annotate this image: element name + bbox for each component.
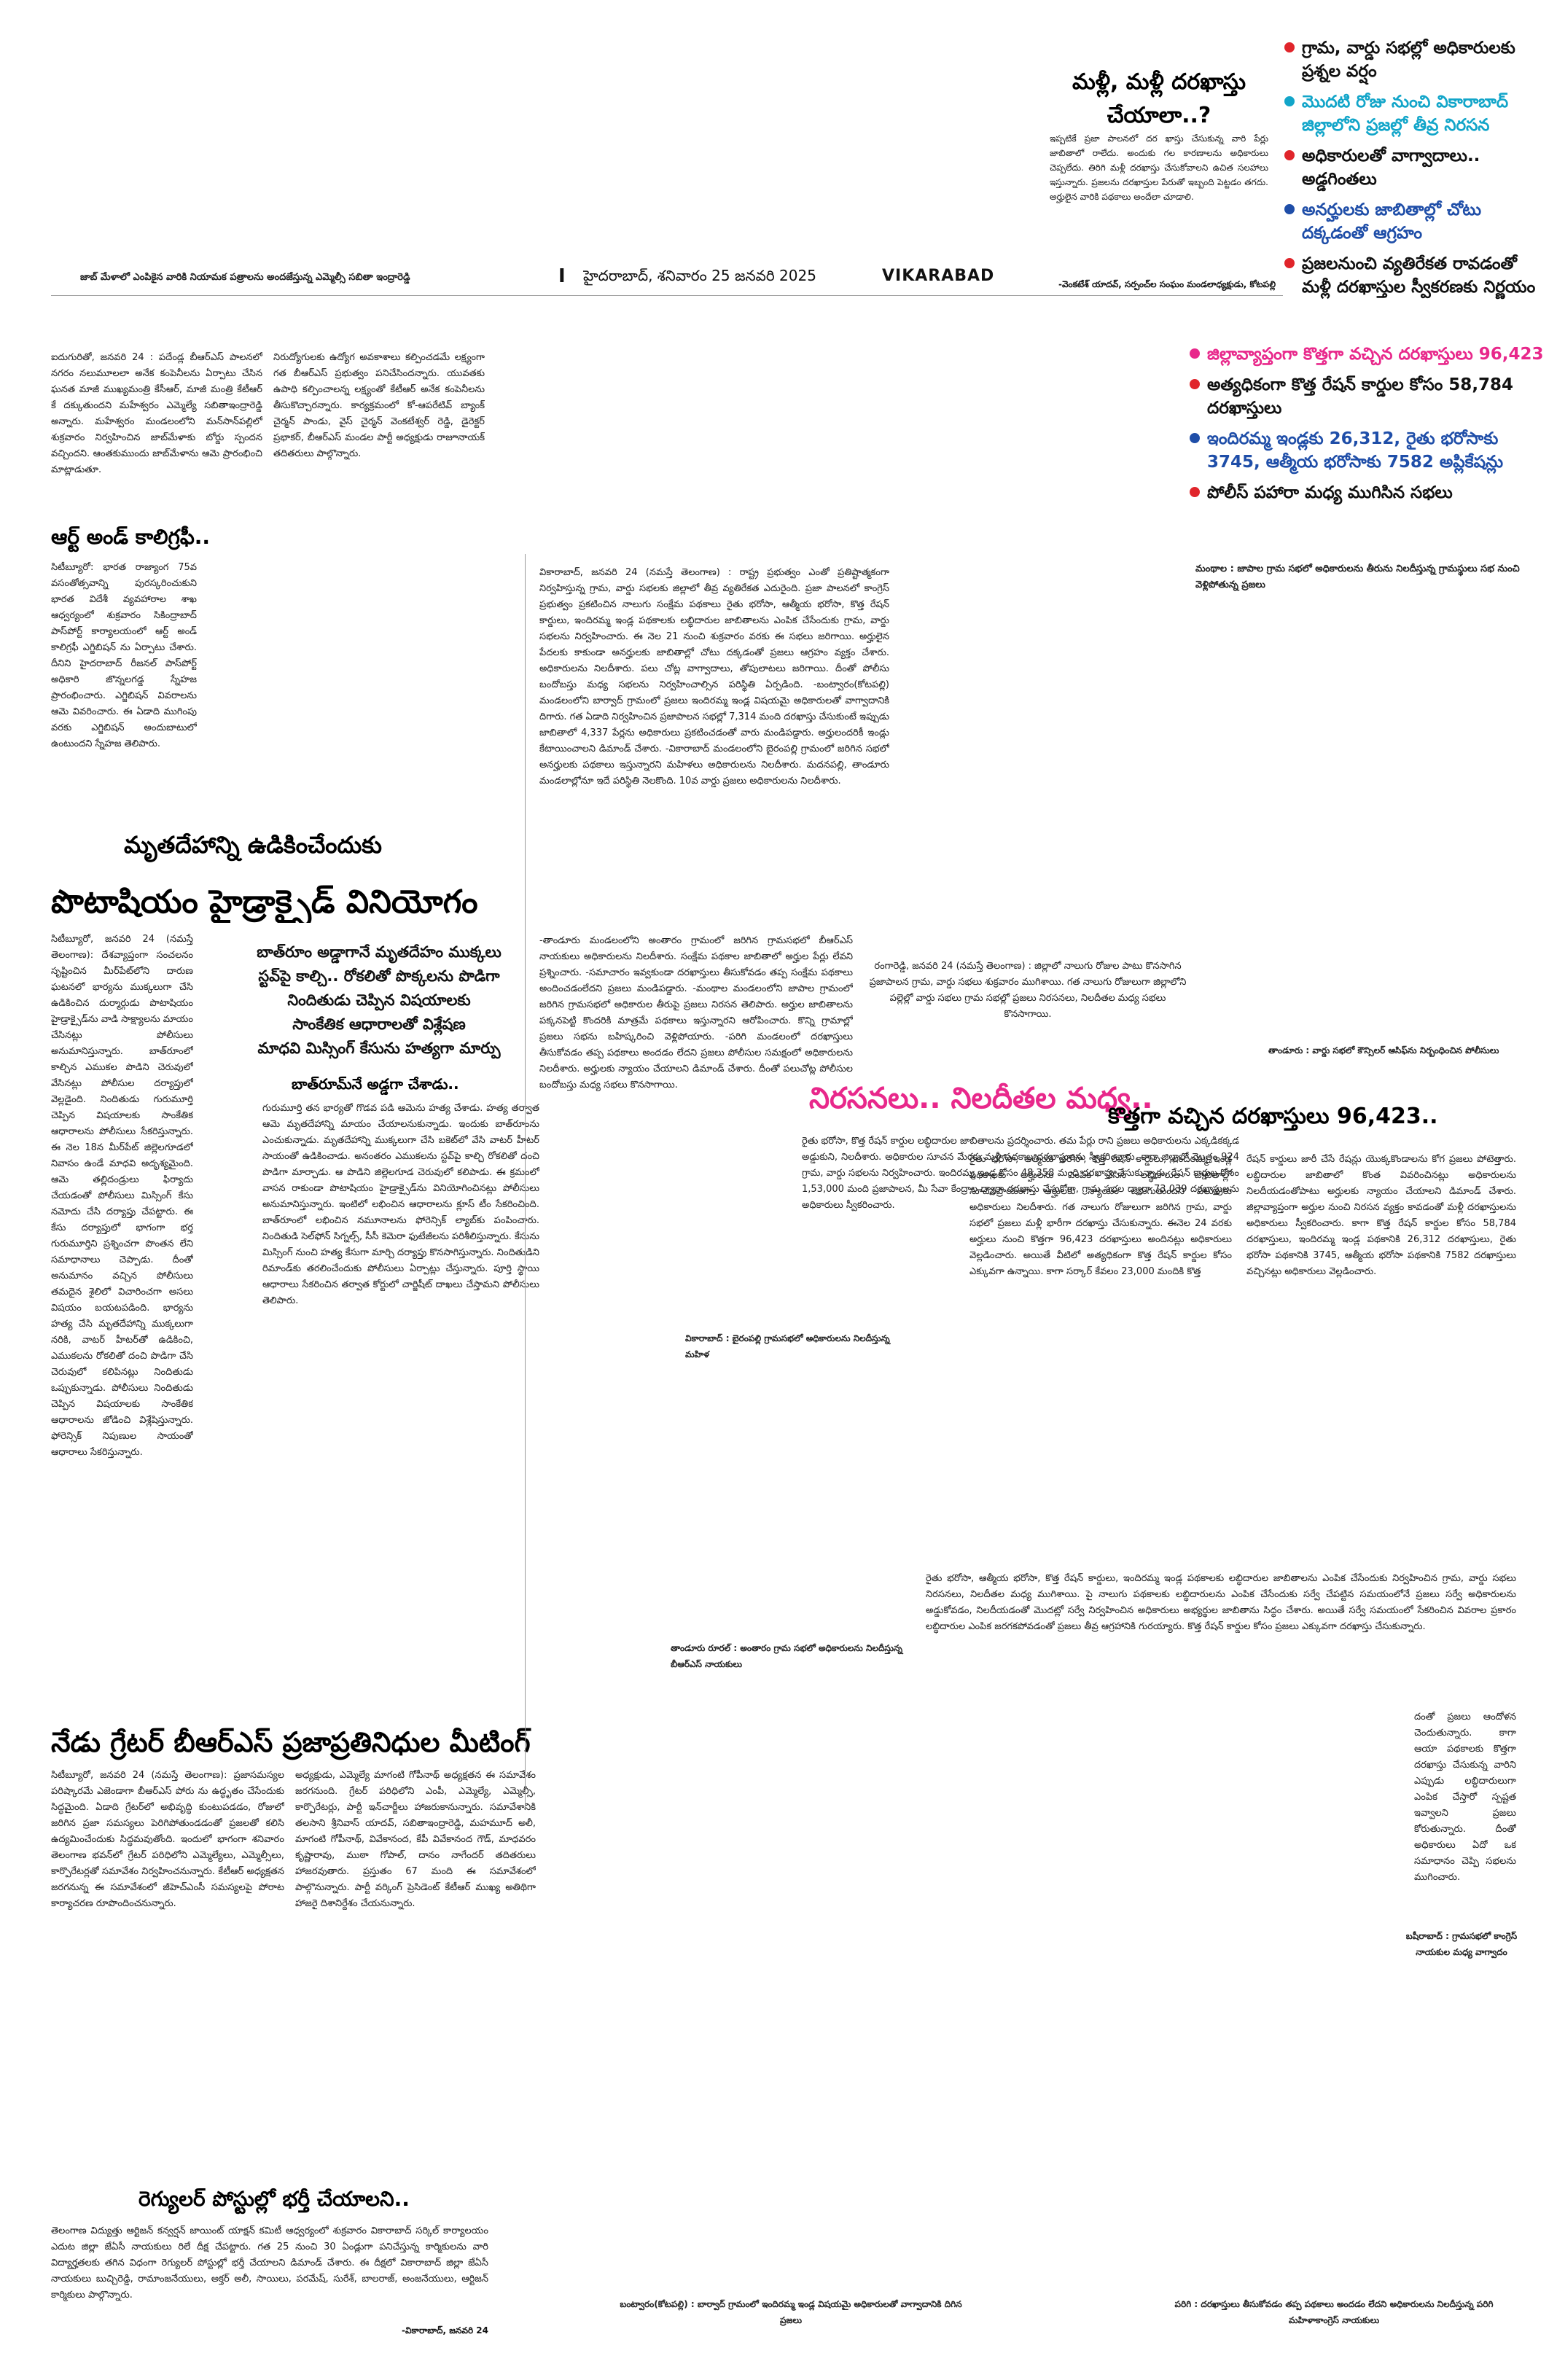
art-story-body: సిటీబ్యూరో: భారత రాజ్యాంగ 75వ వసంతోత్సవా… [51, 562, 197, 749]
brs-meeting-headline: నేడు గ్రేటర్ బీఆర్ఎస్ ప్రజాప్రతినిధుల మీ… [51, 1726, 531, 1758]
center-story-col1: వికారాబాద్, జనవరి 24 (నమస్తే తెలంగాణ) : … [539, 567, 889, 787]
regular-posts-headline: రెగ్యులర్ పోస్టుల్లో భర్తీ చేయాలని.. [138, 2187, 410, 2211]
protest-intro: రంగారెడ్డి, జనవరి 24 (నమస్తే తెలంగాణ) : … [869, 961, 1187, 1020]
bottom-caption-right: పరిగి : దరఖాస్తులు తీసుకోవడం తప్ప పథకాలు… [1174, 2299, 1494, 2325]
deck-line: నిందితుడు చెప్పిన విషయాలకు [287, 991, 471, 1009]
new-applications-headline: కొత్తగా వచ్చిన దరఖాస్తులు 96,423.. [1108, 1104, 1438, 1129]
bullet-icon [1190, 433, 1200, 443]
brs-meeting-col2: అధ్యక్షుడు, ఎమ్మెల్యే మాగంటి గోపీనాథ్ అధ… [295, 1770, 536, 1909]
lower-right-wide: రైతు భరోసా, ఆత్మీయ భరోసా, కొత్త రేషన్ కా… [926, 1573, 1516, 1632]
potassium-body-col1: సిటీబ్యూరో, జనవరి 24 (నమస్తే తెలంగాణ): ద… [51, 934, 193, 1458]
right-photo-caption: మంథాల : జాపాల గ్రామ సభలో అధికారులను తీరు… [1195, 563, 1520, 590]
top-left-photo-caption: జాబ్ మేళాలో ఎంపికైన వారికి నియామక పత్రాల… [80, 272, 410, 283]
regular-posts-body: తెలంగాణ విద్యుత్తు ఆర్టిజన్ కన్వర్షన్ జా… [51, 2225, 488, 2301]
highlight-item: మొదటి రోజు నుంచి వికారాబాద్ జిల్లాలోని ప… [1283, 90, 1545, 137]
lower-right-caption: బషీరాబాద్ : గ్రామసభలో కాంగ్రెస్ నాయకుల మ… [1405, 1931, 1518, 1957]
top-story-headline: మళ్లీ, మళ్లీ దరఖాస్తు చేయాలా..? [1072, 69, 1246, 128]
bullet-icon [1284, 150, 1295, 160]
bullet-icon [1284, 258, 1295, 268]
highlight-item: అత్యధికంగా కొత్త రేషన్ కార్డుల కోసం 58,7… [1188, 373, 1545, 420]
brs-meeting-col1: సిటీబ్యూరో, జనవరి 24 (నమస్తే తెలంగాణ): ప… [51, 1770, 284, 1909]
potassium-headline: పొటాషియం హైడ్రాక్సైడ్ వినియోగం [51, 883, 478, 921]
edition-name: VIKARABAD [882, 267, 995, 285]
highlight-item: ఇందిరమ్మ ఇండ్లకు 26,312, రైతు భరోసాకు 37… [1188, 427, 1545, 474]
potassium-subhead: బాత్‌రూమ్‌నే అడ్డగా చేశాడు.. [292, 1075, 459, 1093]
new-applications-col2: రేషన్ కార్డులు జారీ చేసే రేషన్లు యొక్కకొ… [1246, 1154, 1516, 1277]
jobmela-story-col1: ఐదుగురితో, జనవరి 24 : పదేండ్ల బీఆర్ఎస్ ప… [51, 352, 262, 475]
highlight-item: జిల్లావ్యాప్తంగా కొత్తగా వచ్చిన దరఖాస్తు… [1188, 343, 1545, 366]
top-story-byline: -వెంకటేశ్ యాదవ్, సర్పంచ్‌ల సంఘం మండలాధ్య… [1058, 279, 1276, 289]
potassium-deck: బాత్‌రూం అడ్డాగానే మృతదేహం ముక్కలు స్టవ్… [211, 940, 547, 1072]
dateline: హైదరాబాద్, శనివారం 25 జనవరి 2025 [583, 267, 816, 284]
bullet-icon [1284, 96, 1295, 106]
column-rule [525, 554, 526, 1808]
bullet-icon [1190, 348, 1200, 359]
jobmela-story-col2: నిరుద్యోగులకు ఉద్యోగ అవకాశాలు కల్పించడమే… [273, 352, 485, 459]
center-caption-right: తాండూరు : వార్డు సభలో కౌన్సిలర్ ఆసిఫ్‌ను… [1268, 1045, 1499, 1056]
highlight-item: అధికారులతో వాగ్వాదాలు.. అడ్డగింతలు [1283, 144, 1545, 191]
top-story-body: ఇప్పటికే ప్రజా పాలనలో దర ఖాస్తు చేసుకున్… [1050, 133, 1268, 202]
deck-line: స్టవ్‌పై కాల్చి.. రోకలితో పొక్కలను పొడిగ… [258, 967, 500, 985]
bullet-icon [1284, 204, 1295, 214]
potassium-body-col2: గురుమూర్తి తన భార్యతో గొడవ పడి ఆమెను హత్… [262, 1103, 539, 1306]
deck-line: బాత్‌రూం అడ్డాగానే మృతదేహం ముక్కలు [257, 943, 502, 961]
highlights-list-2: జిల్లావ్యాప్తంగా కొత్తగా వచ్చిన దరఖాస్తు… [1188, 343, 1545, 504]
highlight-item: గ్రామ, వార్డు సభల్లో అధికారులకు ప్రశ్నల … [1283, 36, 1545, 83]
masthead-rule [51, 295, 1283, 296]
center-caption-mid: తాండూరు రూరల్ : అంతారం గ్రామ సభలో అధికార… [671, 1643, 902, 1669]
center-story-col2: -తాండూరు మండలంలోని అంతారం గ్రామంలో జరిగి… [539, 935, 853, 1090]
highlight-item: ప్రజలనుంచి వ్యతిరేకత రావడంతో మళ్లీ దరఖాస… [1283, 252, 1545, 299]
protest-body: రైతు భరోసా, కొత్త రేషన్ కార్డుల లబ్ధిదార… [802, 1136, 1239, 1211]
art-story-headline: ఆర్ట్ అండ్ కాలిగ్రఫీ.. [51, 525, 211, 549]
highlight-item: పోలీస్ పహారా మధ్య ముగిసిన సభలు [1188, 481, 1545, 504]
bullet-icon [1190, 487, 1200, 497]
highlights-box: గ్రామ, వార్డు సభల్లో అధికారులకు ప్రశ్నల … [1283, 36, 1545, 561]
bullet-icon [1284, 42, 1295, 52]
regular-posts-dateline: -వికారాబాద్, జనవరి 24 [402, 2325, 488, 2336]
highlights-box-2: జిల్లావ్యాప్తంగా కొత్తగా వచ్చిన దరఖాస్తు… [1188, 343, 1545, 554]
deck-line: సాంకేతిక ఆధారాలతో విశ్లేషణ [292, 1015, 466, 1033]
lower-right-narrow: దంతో ప్రజలు ఆందోళన చెందుతున్నారు. కాగా ఆ… [1414, 1712, 1516, 1883]
center-caption-left: వికారాబాద్ : బైరంపల్లి గ్రామసభలో అధికారు… [685, 1333, 890, 1359]
bullet-icon [1190, 379, 1200, 389]
new-applications-col1: రైతు భరోసా, ఆత్మీయ భరోసా, కొత్త రేషన్ కా… [969, 1154, 1232, 1277]
potassium-kicker: మృతదేహాన్ని ఉడికించేందుకు [124, 831, 382, 859]
highlight-item: అనర్హులకు జాబితాల్లో చోటు దక్కడంతో ఆగ్రహ… [1283, 198, 1545, 245]
highlights-list: గ్రామ, వార్డు సభల్లో అధికారులకు ప్రశ్నల … [1283, 36, 1545, 299]
folio-mark: I [558, 265, 566, 287]
deck-line: మాధవి మిస్సింగ్ కేసును హత్యగా మార్పు [257, 1039, 501, 1057]
bottom-caption-mid: బంట్వారం(కోటపల్లి) : బార్వాద్ గ్రామంలో ఇ… [620, 2299, 962, 2325]
protest-headline: నిరసనలు.. నిలదీతల మధ్య.. [809, 1082, 1153, 1115]
